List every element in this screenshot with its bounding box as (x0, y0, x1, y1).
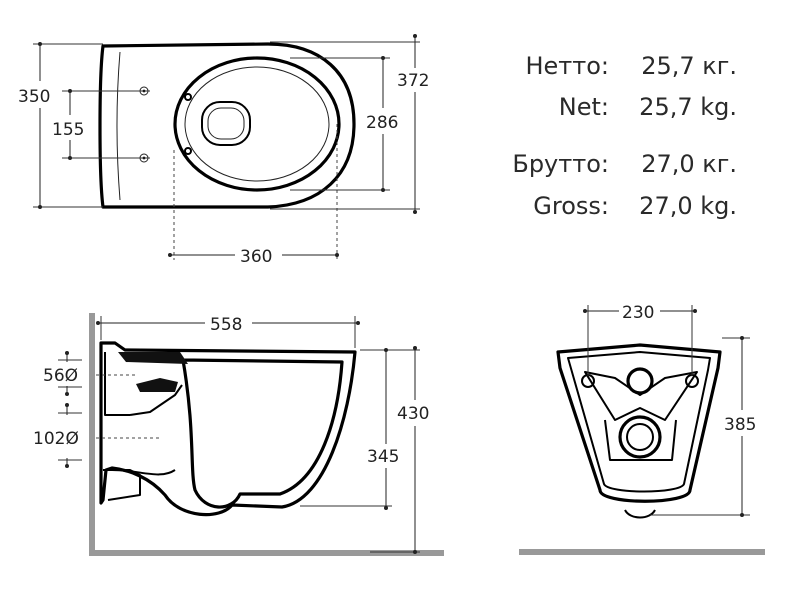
spec-net-en-label: Net: (559, 93, 609, 121)
spec-net-ru-value: 25,7 кг. (641, 52, 737, 80)
bowl-drain (201, 101, 251, 146)
dim-286: 286 (366, 113, 398, 133)
spec-gross-en-label: Gross: (533, 192, 609, 220)
back-view: 230 385 (519, 303, 765, 555)
wall-floor (89, 313, 444, 556)
dim-385: 385 (724, 415, 756, 435)
spec-net-ru-label: Нетто: (525, 52, 609, 80)
water-inlet (626, 367, 654, 395)
dim-372: 372 (397, 71, 429, 91)
spec-net-en-value: 25,7 kg. (639, 93, 737, 121)
top-view-outline (98, 42, 356, 209)
back-view-outline (556, 343, 722, 503)
dim-430: 430 (397, 404, 429, 424)
dim-558: 558 (210, 315, 242, 335)
dim-360: 360 (240, 247, 272, 267)
dim-56-diameter: 56Ø (43, 366, 78, 386)
dim-230: 230 (622, 303, 654, 323)
side-view: 558 430 345 56Ø 102Ø (33, 313, 444, 556)
dim-350: 350 (18, 87, 50, 107)
weight-specs: Нетто: 25,7 кг. Net: 25,7 kg. Брутто: 27… (512, 52, 737, 220)
waste-outlet (618, 415, 662, 459)
spec-gross-en-value: 27,0 kg. (639, 192, 737, 220)
spec-gross-ru-value: 27,0 кг. (641, 150, 737, 178)
spec-gross-ru-label: Брутто: (512, 150, 609, 178)
bowl-rim (173, 56, 341, 192)
dim-345: 345 (367, 447, 399, 467)
dim-155: 155 (52, 120, 84, 140)
top-view: 350 155 360 372 286 (18, 33, 429, 267)
dim-102-diameter: 102Ø (33, 429, 79, 449)
